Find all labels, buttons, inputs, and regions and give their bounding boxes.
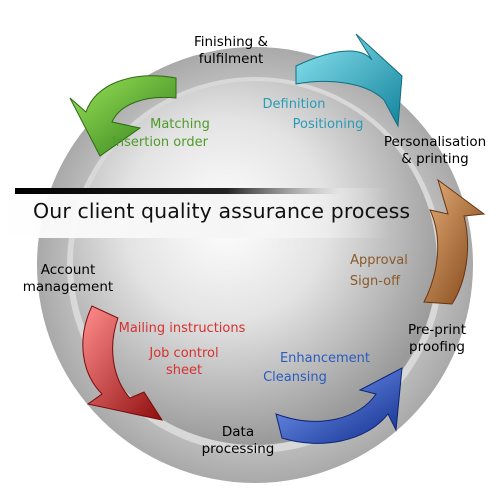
inner-disc [73,81,437,445]
stage-label-line: Account [40,262,96,278]
teal-arrow [295,33,403,128]
stage-label-line: Finishing & [193,34,269,50]
sublabel-enhancement: Enhancement [279,351,371,366]
sublabel-mailing-instructions: Mailing instructions [118,321,246,336]
sublabel-matching: Matching [150,117,210,132]
stage-label-line: proofing [409,339,465,355]
red-arrow [82,305,164,421]
stage-label-preprint: Pre-print proofing [392,322,482,356]
stage-label-line: Pre-print [407,322,467,338]
stage-label-line: processing [201,441,275,457]
sublabel-approval: Approval [350,253,408,268]
stage-label-line: Data [221,424,255,440]
stage-label-line: fulfilment [198,51,264,67]
stage-label-line: management [22,279,114,295]
stage-label-line: Personalisation [383,134,487,150]
sublabel-sheet: sheet [165,363,203,378]
sublabel-insertion-order: Insertion order [112,135,208,150]
sublabel-definition: Definition [262,97,326,112]
sublabel-cleansing: Cleansing [263,370,327,385]
stage-label-account: Account management [18,262,118,296]
title-band [0,188,390,238]
sublabel-signoff: Sign-off [349,274,401,289]
stage-label-finishing: Finishing & fulfilment [176,34,286,68]
stage-label-personalisation: Personalisation & printing [372,134,498,168]
blue-arrow [275,367,403,444]
stage-label-line: & printing [401,151,469,167]
diagram-title: Our client quality assurance process [33,199,411,223]
title-bar [15,188,340,194]
green-arrow [69,75,177,157]
orange-arrow [423,178,486,305]
sublabel-positioning: Positioning [292,117,364,132]
sublabel-job-control: Job control [149,346,219,361]
stage-label-data: Data processing [188,424,288,458]
